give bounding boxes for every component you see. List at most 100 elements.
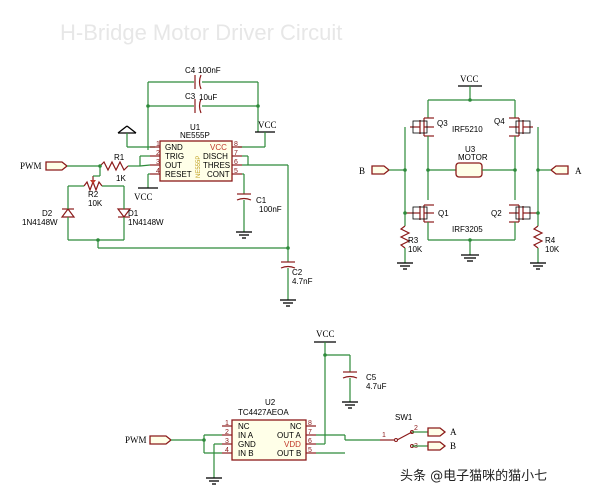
u1-pin-3-num: 3 <box>156 159 160 166</box>
c1-value: 100nF <box>259 205 282 214</box>
sw1-pin-1: 1 <box>382 432 386 439</box>
c2-value: 4.7nF <box>292 277 313 286</box>
pwm-port-1[interactable]: PWM <box>20 161 100 171</box>
u1-pin-7-num: 7 <box>234 150 238 157</box>
capacitor-c5[interactable]: C5 4.7uF <box>342 355 387 409</box>
u2-pin-3-name: GND <box>238 440 256 449</box>
driver-section: VCC C5 4.7uF U2 TC4427AEOA <box>125 329 457 485</box>
mosfet-q1[interactable]: Q1 <box>405 204 449 223</box>
resistor-r4[interactable]: R4 10K <box>530 211 560 270</box>
u1-ref: U1 <box>190 123 201 132</box>
capacitor-c3[interactable]: C3 10uF <box>148 92 258 114</box>
net-a2-label: A <box>450 427 457 437</box>
sw1-pin-2: 2 <box>414 425 418 432</box>
u2-pin-6-num: 6 <box>308 438 312 445</box>
mosfet-q3[interactable]: Q3 <box>410 117 448 137</box>
timer-section: C4 100nF C3 10uF VCC <box>20 66 313 307</box>
vcc-555-label: VCC <box>258 120 277 130</box>
ground-symbol-top <box>117 125 155 148</box>
diode-d2[interactable]: D2 1N4148W <box>22 205 76 240</box>
c3-value: 10uF <box>199 93 217 102</box>
net-b2-label: B <box>450 441 456 451</box>
vcc-555-bottom-label: VCC <box>134 192 153 202</box>
u1-pin-2-name: TRIG <box>165 152 184 161</box>
c3-ref: C3 <box>185 92 196 101</box>
q1-ref: Q1 <box>438 209 449 218</box>
r4-ref: R4 <box>545 236 556 245</box>
u1-pin-2-num: 2 <box>156 150 160 157</box>
q2-ref: Q2 <box>491 209 502 218</box>
u1-pin-4-name: RESET <box>165 170 192 179</box>
u2-pin-7-name: OUT A <box>277 431 302 440</box>
r1-ref: R1 <box>114 153 125 162</box>
u1-inner-label: NE555P <box>196 156 202 178</box>
vcc-tc4427: VCC <box>314 329 350 440</box>
u2-pin-5-num: 5 <box>308 447 312 454</box>
d1-ref: D1 <box>128 209 139 218</box>
u3-part: MOTOR <box>458 153 488 162</box>
capacitor-c4[interactable]: C4 100nF <box>148 66 258 90</box>
ground-tc4427 <box>206 477 222 485</box>
watermark-text: 头条 @电子猫咪的猫小七 <box>400 468 547 484</box>
u1-pin-4-num: 4 <box>156 168 160 175</box>
u2-pin-1-name: NC <box>238 422 250 431</box>
u2-pin-4-num: 4 <box>225 447 229 454</box>
potentiometer-r2[interactable]: R2 10K <box>68 175 124 208</box>
net-port-b[interactable]: B <box>359 165 407 176</box>
net-port-b-2[interactable]: B <box>427 441 456 451</box>
capacitor-c1[interactable]: C1 100nF <box>236 173 282 239</box>
motor-u3[interactable]: U3 MOTOR <box>426 145 517 178</box>
u1-pin-1-num: 1 <box>156 141 160 148</box>
mosfet-q2[interactable]: Q2 <box>491 204 538 223</box>
u1-pin-6-num: 6 <box>234 159 238 166</box>
u2-pin-2-num: 2 <box>225 429 229 436</box>
switch-sw1[interactable]: SW1 1 2 3 <box>380 413 428 450</box>
u2-pin-8-name: NC <box>290 422 302 431</box>
h-bridge-section: VCC Q3 Q4 IRF5 <box>359 74 582 270</box>
u3-ref: U3 <box>465 145 476 154</box>
u2-pin-7-num: 7 <box>308 429 312 436</box>
u1-pin-5-num: 5 <box>234 168 238 175</box>
lower-mosfet-part: IRF3205 <box>452 225 483 234</box>
capacitor-c2[interactable]: C2 4.7nF <box>280 261 313 307</box>
net-port-a-2[interactable]: A <box>427 427 457 437</box>
r3-value: 10K <box>408 245 423 254</box>
net-a-label: A <box>575 166 582 176</box>
r4-value: 10K <box>545 245 560 254</box>
header-blur-text: H-Bridge Motor Driver Circuit <box>60 20 342 45</box>
u2-pin-6-name: VDD <box>284 440 301 449</box>
resistor-r1[interactable]: R1 1K <box>99 153 140 183</box>
vcc-555: VCC <box>238 120 277 148</box>
u2-pin-3-num: 3 <box>225 438 229 445</box>
net-port-a[interactable]: A <box>536 165 582 176</box>
u1-pin-1-name: GND <box>165 143 183 152</box>
sw1-ref: SW1 <box>395 413 413 422</box>
u2-pin-5-name: OUT B <box>277 449 301 458</box>
u2-pin-1-num: 1 <box>225 420 229 427</box>
pwm2-label: PWM <box>125 435 147 445</box>
c4-ref: C4 <box>185 66 196 75</box>
u2-part: TC4427AEOA <box>238 408 289 417</box>
pwm-port-2[interactable]: PWM <box>125 435 204 445</box>
q4-ref: Q4 <box>494 117 505 126</box>
resistor-r3[interactable]: R3 10K <box>397 211 423 270</box>
vcc-hbridge: VCC <box>458 74 482 102</box>
r2-value: 10K <box>88 199 103 208</box>
vcc-tc-label: VCC <box>316 329 335 339</box>
u1-pin-6-name: THRES <box>203 161 230 170</box>
diode-d1[interactable]: D1 1N4148W <box>116 205 164 240</box>
upper-mosfet-part: IRF5210 <box>452 125 483 134</box>
d2-ref: D2 <box>42 209 53 218</box>
tc4427-chip[interactable]: U2 TC4427AEOA 1 NC 2 IN A 3 GND 4 IN B 8… <box>222 398 316 461</box>
u2-pin-4-name: IN B <box>238 449 254 458</box>
u1-pin-3-name: OUT <box>165 161 182 170</box>
u1-pin-7-name: DISCH <box>203 152 228 161</box>
net-b-label: B <box>359 166 365 176</box>
vcc-h-label: VCC <box>460 74 479 84</box>
u2-ref: U2 <box>265 398 276 407</box>
c5-ref: C5 <box>366 373 377 382</box>
ne555-chip[interactable]: U1 NE555P NE555P 1 GND 2 TRIG 3 OUT 4 RE… <box>150 123 242 182</box>
mosfet-q4[interactable]: Q4 <box>494 117 533 137</box>
pwm1-label: PWM <box>20 161 42 171</box>
